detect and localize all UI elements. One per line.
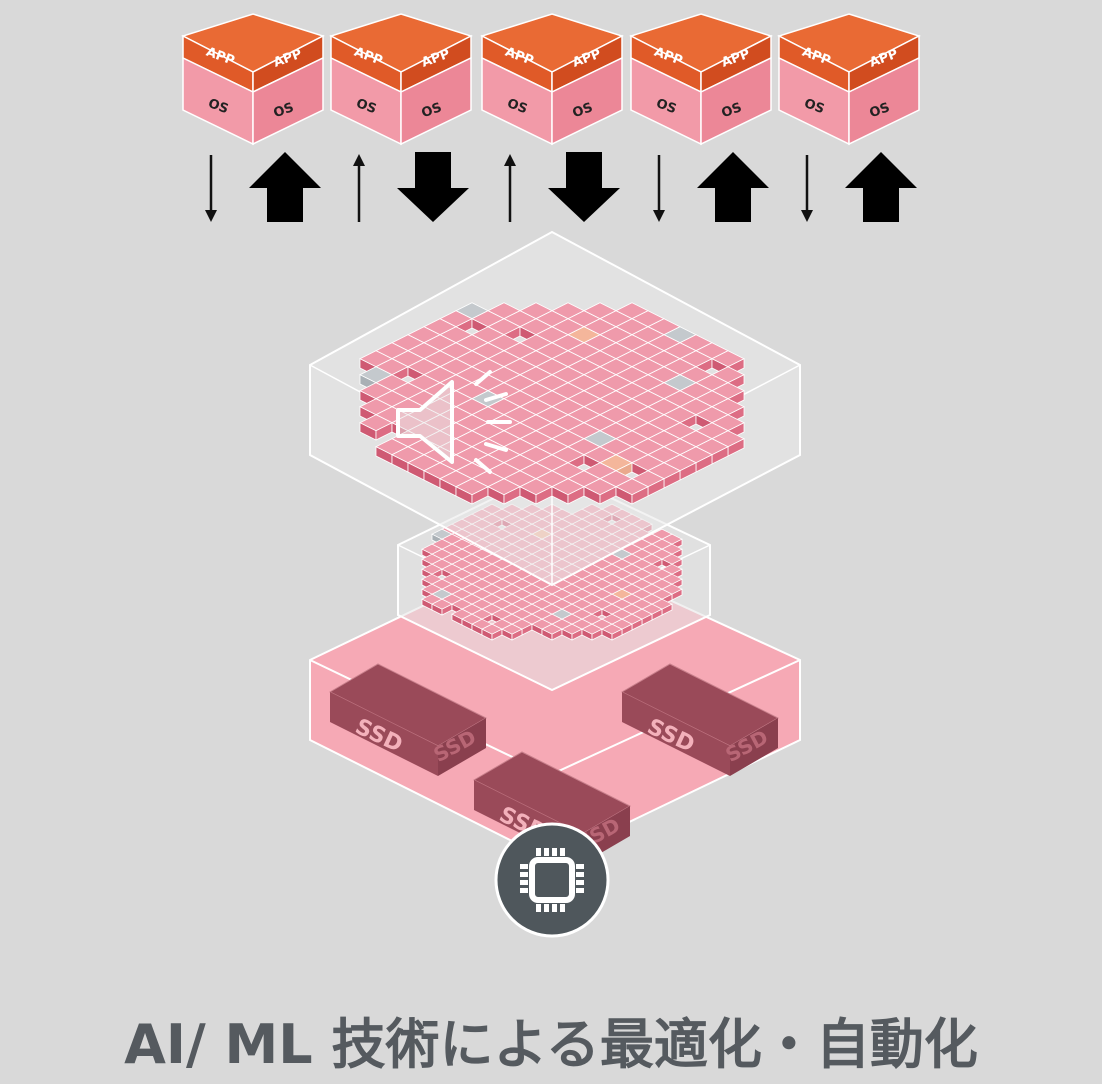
storage-block	[581, 623, 603, 641]
os-label: OS	[420, 100, 444, 121]
storage-block	[551, 478, 585, 505]
caption-title: AI/ ML 技術による最適化・自動化	[124, 1013, 978, 1076]
transfer-arrows-icon	[504, 152, 620, 222]
os-label: OS	[868, 100, 892, 121]
transfer-arrows-icon	[205, 152, 321, 222]
transfer-arrows-icon	[801, 152, 917, 222]
os-label: OS	[654, 96, 678, 117]
cpu-chip-icon	[494, 822, 610, 938]
top-blocks	[359, 302, 745, 505]
storage-block	[583, 478, 617, 505]
speaker-icon	[396, 370, 512, 474]
os-label: OS	[272, 100, 296, 121]
storage-block	[615, 478, 649, 505]
transfer-arrows-icon	[653, 152, 769, 222]
transfer-arrows-icon	[353, 152, 469, 222]
os-label: OS	[802, 96, 826, 117]
storage-block	[519, 478, 553, 505]
storage-block	[601, 623, 623, 641]
os-label: OS	[505, 96, 529, 117]
os-label: OS	[571, 100, 595, 121]
storage-block	[501, 623, 523, 641]
os-label: OS	[206, 96, 230, 117]
storage-block	[455, 478, 489, 505]
storage-block	[359, 414, 393, 441]
storage-block	[487, 478, 521, 505]
os-label: OS	[720, 100, 744, 121]
storage-block	[481, 623, 503, 641]
os-label: OS	[354, 96, 378, 117]
storage-block	[541, 623, 563, 641]
